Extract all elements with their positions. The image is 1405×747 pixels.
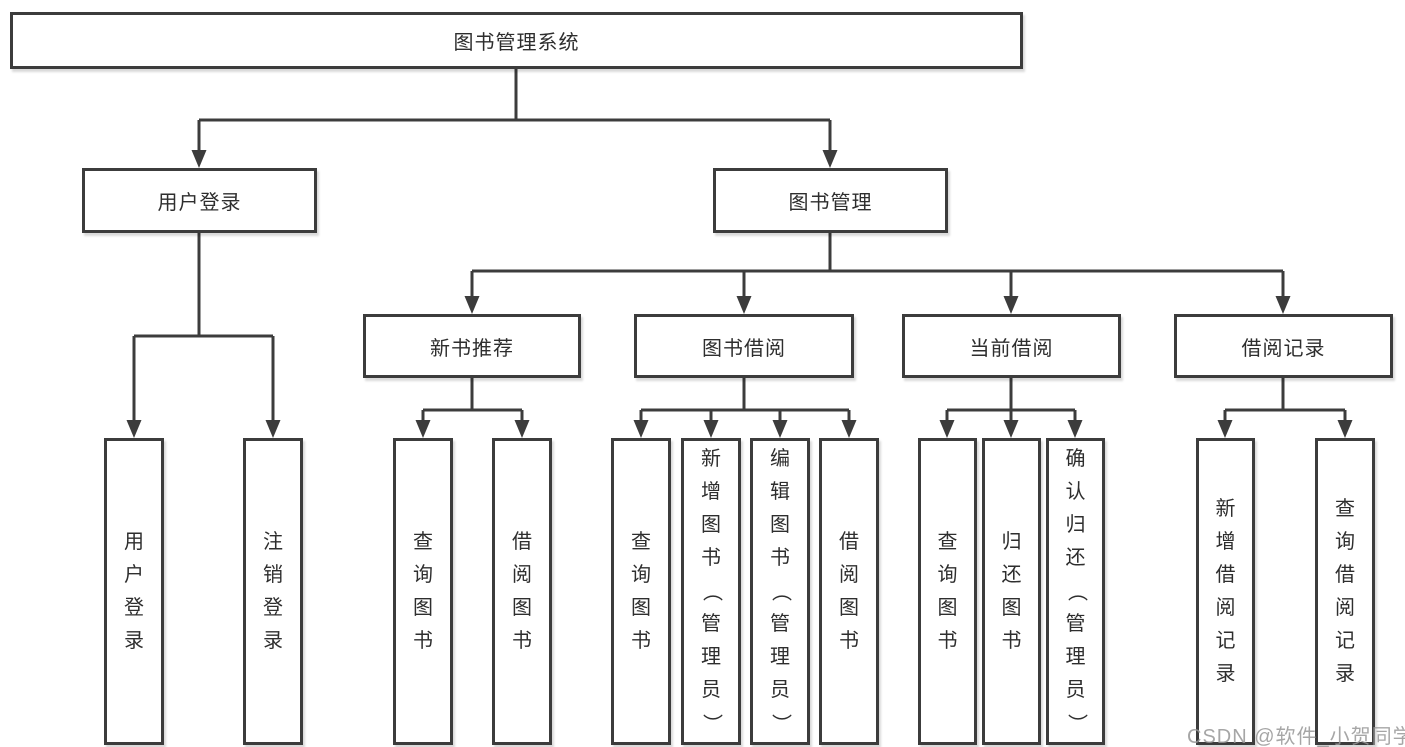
leaf-query-borrow-record: 查询借阅记录 <box>1315 438 1375 745</box>
node-book-borrow: 图书借阅 <box>634 314 854 378</box>
csdn-watermark: CSDN @软件_小贺同学 <box>1187 726 1405 747</box>
leaf-query-books-recommend: 查询图书 <box>393 438 453 745</box>
node-current-borrow: 当前借阅 <box>902 314 1121 378</box>
node-user-login: 用户登录 <box>82 168 317 233</box>
connector-bookmgmt-to-level2 <box>464 233 1291 314</box>
connector-currentborrow-to-leaves <box>939 378 1083 438</box>
leaf-return-books: 归还图书 <box>982 438 1041 745</box>
leaf-confirm-return-admin: 确认归还（管理员） <box>1046 438 1105 745</box>
leaf-user-login: 用户登录 <box>104 438 164 745</box>
node-book-management: 图书管理 <box>713 168 948 233</box>
node-borrow-records: 借阅记录 <box>1174 314 1393 378</box>
connector-userlogin-to-leaves <box>126 233 281 438</box>
connector-bookborrow-to-leaves <box>633 378 857 438</box>
connector-records-to-leaves <box>1217 378 1353 438</box>
node-new-book-recommend: 新书推荐 <box>363 314 581 378</box>
node-root-system: 图书管理系统 <box>10 12 1023 69</box>
leaf-borrow-books: 借阅图书 <box>819 438 879 745</box>
leaf-borrow-books-recommend: 借阅图书 <box>492 438 552 745</box>
leaf-add-borrow-record: 新增借阅记录 <box>1196 438 1255 745</box>
leaf-logout: 注销登录 <box>243 438 303 745</box>
leaf-query-books-current: 查询图书 <box>918 438 977 745</box>
leaf-add-books-admin: 新增图书（管理员） <box>681 438 741 745</box>
leaf-edit-books-admin: 编辑图书（管理员） <box>750 438 810 745</box>
leaf-query-books-borrow: 查询图书 <box>611 438 671 745</box>
connector-newbooks-to-leaves <box>415 378 530 438</box>
